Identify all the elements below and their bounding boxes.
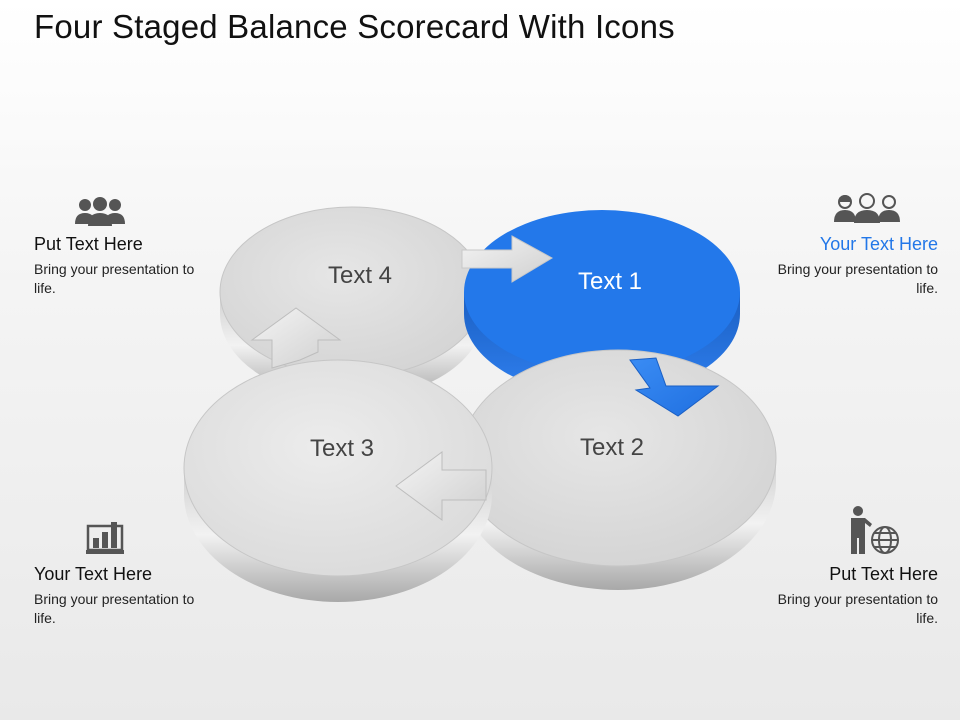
callout-bottom-right-heading: Put Text Here [829, 564, 938, 584]
callout-bottom-left-body: Bring your presentation to life. [34, 591, 195, 626]
callout-top-left: Put Text Here Bring your presentation to… [34, 192, 214, 302]
stage-disc-3: Text 3 [183, 359, 493, 602]
callout-bottom-left: Your Text Here Bring your presentation t… [34, 518, 214, 628]
callout-bottom-right: Put Text Here Bring your presentation to… [758, 504, 938, 628]
arrow-stage-3-to-4 [250, 307, 342, 369]
stage-label-4: Text 4 [328, 262, 392, 289]
team-icon [74, 196, 126, 233]
callout-top-right-heading: Your Text Here [819, 234, 938, 254]
callout-bottom-right-body: Bring your presentation to life. [777, 591, 938, 626]
stage-label-1: Text 1 [578, 268, 642, 295]
stage-disc-2: Text 2 [459, 349, 777, 590]
callout-bottom-left-heading: Your Text Here [34, 564, 153, 584]
stage-label-2: Text 2 [580, 434, 644, 461]
callout-top-left-heading: Put Text Here [34, 234, 143, 254]
callout-top-left-body: Bring your presentation to life. [34, 261, 195, 296]
callout-top-right-body: Bring your presentation to life. [777, 261, 938, 296]
bar-chart-icon [86, 520, 126, 561]
stage-label-3: Text 3 [310, 435, 374, 462]
callout-top-right: Your Text Here Bring your presentation t… [758, 192, 938, 302]
arrow-stage-2-to-3 [395, 451, 487, 521]
page-title: Four Staged Balance Scorecard With Icons [34, 8, 675, 45]
presenter-globe-icon [848, 504, 900, 561]
arrow-stage-4-to-1 [461, 235, 554, 283]
arrow-stage-1-to-2 [629, 357, 720, 417]
people-icon [832, 192, 902, 229]
